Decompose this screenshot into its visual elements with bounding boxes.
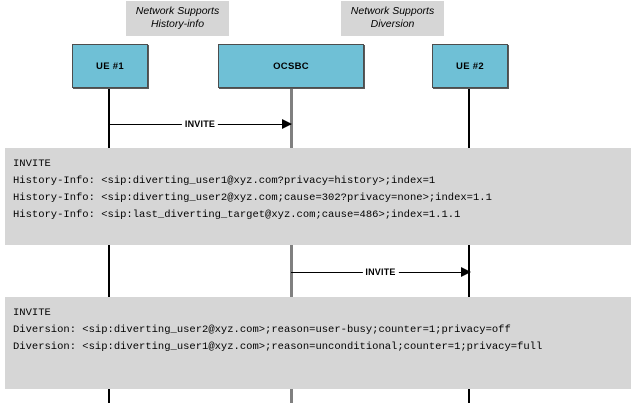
actor-label-ue2: UE #2 xyxy=(456,60,484,72)
lifeline-ue2-seg1 xyxy=(468,88,470,148)
sip-line: Diversion: <sip:diverting_user2@xyz.com>… xyxy=(13,324,511,336)
actor-box-ue2[interactable]: UE #2 xyxy=(432,44,508,88)
sip-line: History-Info: <sip:diverting_user2@xyz.c… xyxy=(13,192,492,204)
sip-message-panel-history-info: INVITE History-Info: <sip:diverting_user… xyxy=(5,148,631,245)
lifeline-ue2-seg3 xyxy=(468,389,470,403)
actor-label-ocsbc: OCSBC xyxy=(273,60,309,72)
lifeline-ocsbc-seg3 xyxy=(290,389,293,403)
sip-message-panel-diversion: INVITE Diversion: <sip:diverting_user2@x… xyxy=(5,297,631,389)
sip-line: History-Info: <sip:last_diverting_target… xyxy=(13,209,461,221)
arrow-head-icon xyxy=(461,267,471,277)
message-arrow-invite-ue1-to-ocsbc: INVITE xyxy=(109,118,292,131)
lifeline-ue1-seg3 xyxy=(108,389,110,403)
lifeline-ue1-seg1 xyxy=(108,88,110,148)
actor-box-ocsbc[interactable]: OCSBC xyxy=(218,44,364,88)
note-network-supports-diversion: Network Supports Diversion xyxy=(341,1,444,36)
lifeline-ocsbc-seg2 xyxy=(290,245,293,297)
sip-line: Diversion: <sip:diverting_user1@xyz.com>… xyxy=(13,341,543,353)
message-label-invite-1: INVITE xyxy=(181,118,219,130)
message-label-invite-2: INVITE xyxy=(362,266,399,278)
message-arrow-invite-ocsbc-to-ue2: INVITE xyxy=(291,266,471,279)
actor-box-ue1[interactable]: UE #1 xyxy=(72,44,148,88)
arrow-head-icon xyxy=(282,119,292,129)
sip-line: INVITE xyxy=(13,158,51,170)
sip-line: INVITE xyxy=(13,307,51,319)
note-network-supports-history-info: Network Supports History-info xyxy=(126,1,229,36)
lifeline-ocsbc-seg1 xyxy=(290,88,293,148)
actor-label-ue1: UE #1 xyxy=(96,60,124,72)
sip-line: History-Info: <sip:diverting_user1@xyz.c… xyxy=(13,175,436,187)
lifeline-ue1-seg2 xyxy=(108,245,110,297)
